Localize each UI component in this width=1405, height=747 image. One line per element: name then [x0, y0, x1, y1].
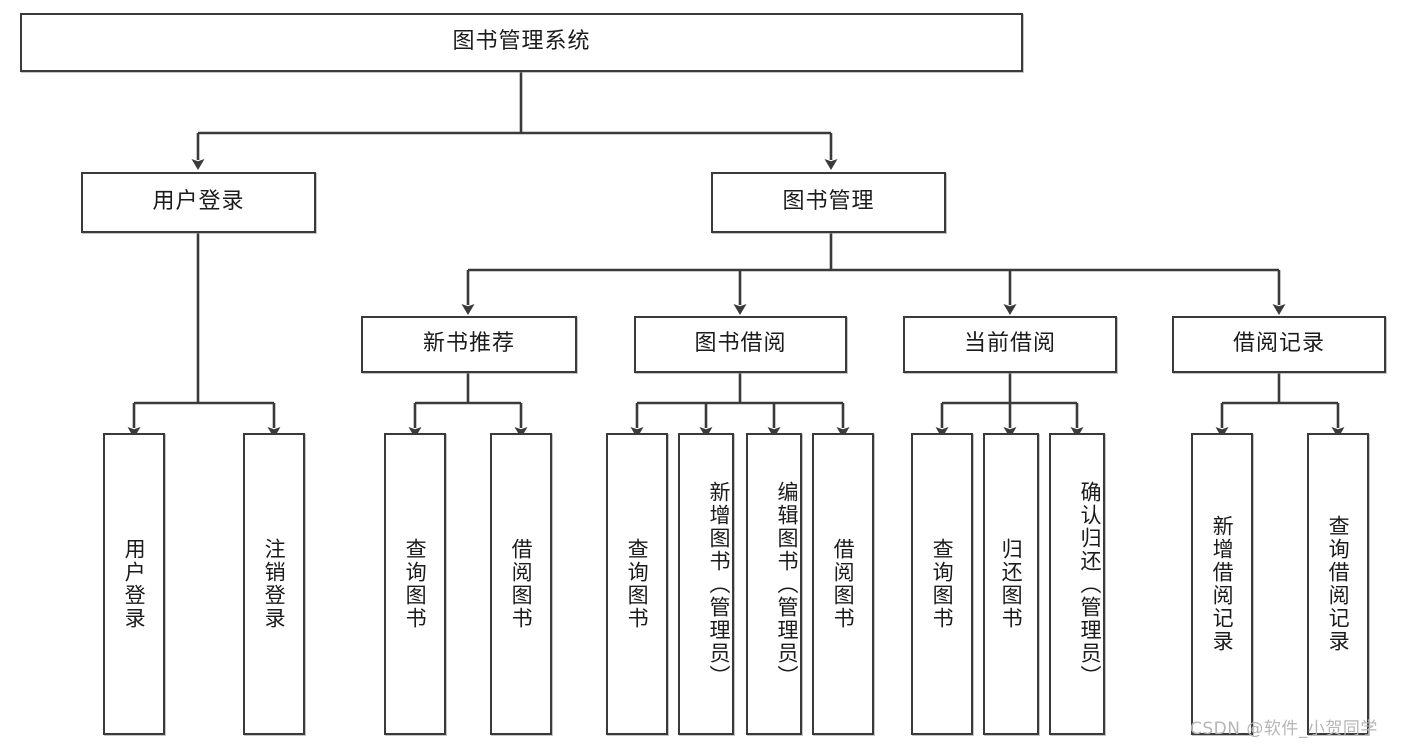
leaf-book-borrow-edit-book-admin[interactable]: 编辑图书（管理员） — [746, 433, 802, 735]
leaf-new-book-borrow-book[interactable]: 借阅图书 — [490, 433, 552, 735]
leaf-book-borrow-add-book-admin[interactable]: 新增图书（管理员） — [678, 433, 734, 735]
node-book-management[interactable]: 图书管理 — [711, 172, 946, 233]
leaf-current-borrow-return-book[interactable]: 归还图书 — [983, 433, 1039, 735]
leaf-borrow-record-query-record[interactable]: 查询借阅记录 — [1307, 433, 1369, 735]
leaf-book-borrow-borrow-book[interactable]: 借阅图书 — [812, 433, 874, 735]
node-user-login[interactable]: 用户登录 — [81, 172, 316, 233]
leaf-user-login-logout[interactable]: 注销登录 — [243, 433, 305, 735]
leaf-new-book-query-book[interactable]: 查询图书 — [384, 433, 446, 735]
leaf-borrow-record-add-record[interactable]: 新增借阅记录 — [1191, 433, 1253, 735]
node-new-book-recommend[interactable]: 新书推荐 — [361, 316, 577, 373]
node-borrow-record[interactable]: 借阅记录 — [1172, 316, 1386, 373]
node-root-book-management-system[interactable]: 图书管理系统 — [20, 13, 1023, 72]
leaf-user-login-login[interactable]: 用户登录 — [103, 433, 165, 735]
leaf-current-borrow-confirm-return-admin[interactable]: 确认归还（管理员） — [1049, 433, 1105, 735]
csdn-watermark: CSDN @软件_小贺同学 — [1190, 719, 1378, 739]
node-book-borrow[interactable]: 图书借阅 — [634, 316, 847, 373]
leaf-book-borrow-query-book[interactable]: 查询图书 — [606, 433, 668, 735]
leaf-current-borrow-query-book[interactable]: 查询图书 — [911, 433, 973, 735]
node-current-borrow[interactable]: 当前借阅 — [903, 316, 1117, 373]
